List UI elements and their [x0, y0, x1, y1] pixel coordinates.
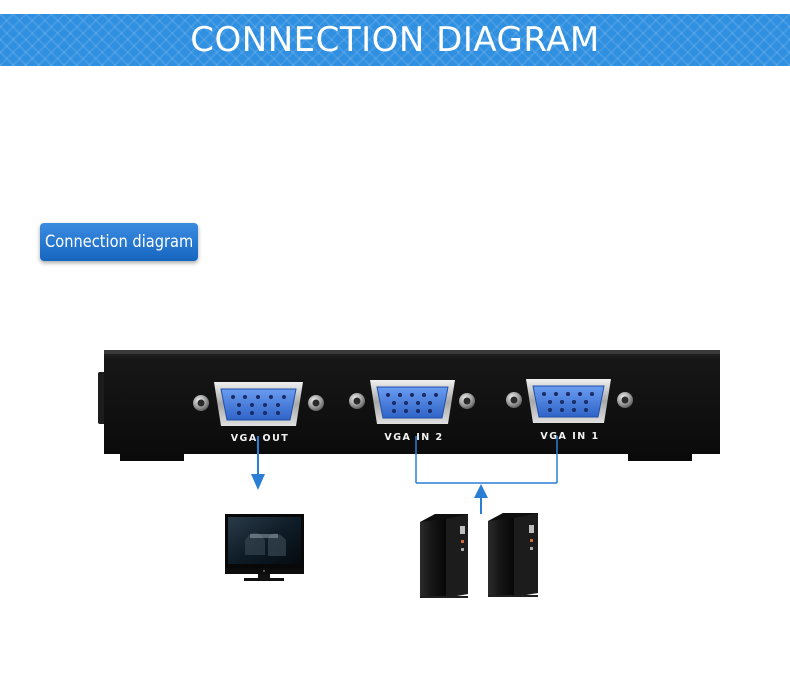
port-label-vga-out: VGA OUT — [231, 433, 290, 444]
port-label-vga-in-1: VGA IN 1 — [540, 431, 599, 442]
vga-in-2-port: VGA IN 2 — [349, 380, 475, 443]
input-arrow — [474, 484, 488, 514]
header-banner: CONNECTION DIAGRAM — [0, 14, 790, 66]
section-label-badge: Connection diagram — [40, 223, 198, 261]
monitor-icon — [225, 514, 304, 581]
page-title: CONNECTION DIAGRAM — [190, 20, 600, 60]
vga-out-port: VGA OUT — [193, 382, 324, 444]
port-label-vga-in-2: VGA IN 2 — [384, 432, 443, 443]
output-arrow — [251, 436, 265, 490]
vga-in-1-port: VGA IN 1 — [506, 379, 633, 442]
input-connector-lines — [415, 436, 558, 484]
pc-tower-icon — [420, 514, 468, 598]
section-label: Connection diagram — [44, 232, 194, 252]
pc-tower-icon — [488, 513, 538, 597]
